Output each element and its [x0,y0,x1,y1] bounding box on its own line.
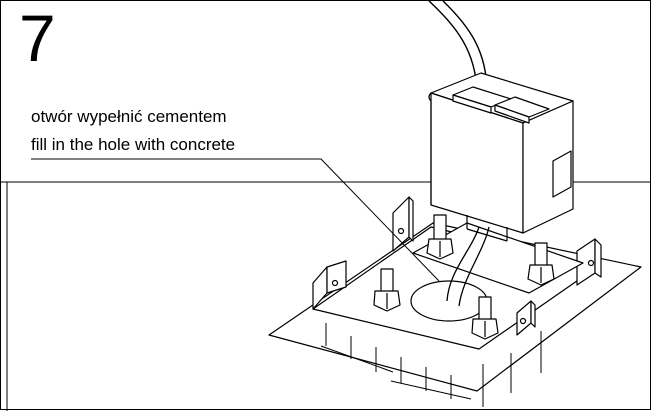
instruction-english: fill in the hole with concrete [31,135,236,154]
cable-into-hole [446,226,480,302]
tray-ribs [320,323,542,407]
instruction-polish: otwór wypełnić cementem [31,107,227,126]
bolt-4 [471,296,499,340]
bolt-3 [373,268,401,312]
leader-line [31,158,440,282]
bolt-2 [527,242,555,286]
step-number: 7 [19,1,56,75]
bolt-1 [426,214,454,260]
sensor-box [428,72,574,242]
